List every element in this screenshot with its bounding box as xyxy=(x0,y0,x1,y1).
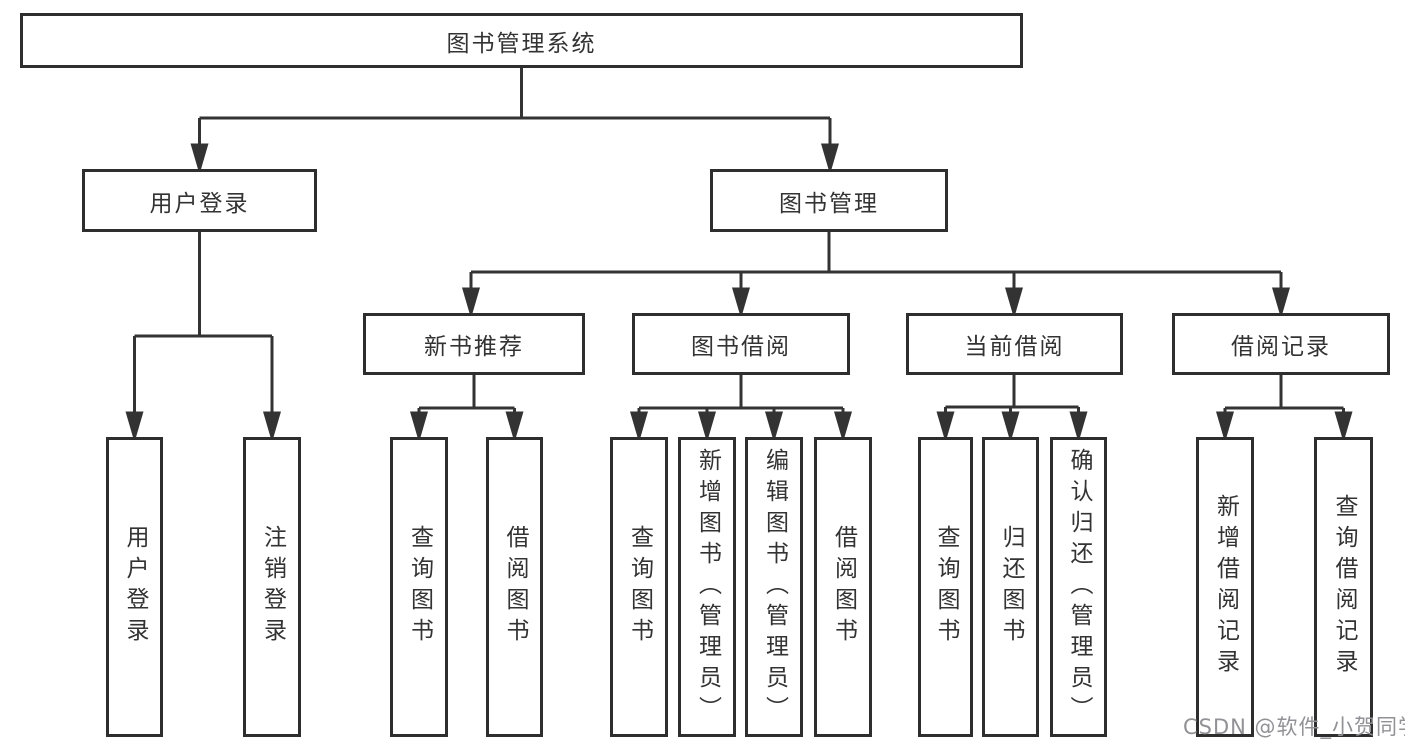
connector-new-book-recommend-to-leaves xyxy=(410,375,524,443)
connector-line xyxy=(198,68,832,147)
leaf-records-query-borrow-record-label: 查询借阅记录 xyxy=(1331,494,1357,680)
leaf-borrowing-query-books: 查询图书 xyxy=(610,437,668,737)
arrowhead-icon xyxy=(1272,287,1290,319)
connector-line xyxy=(944,375,1080,415)
connector-book-management-to-level3 xyxy=(462,232,1290,319)
node-new-book-recommend-label: 新书推荐 xyxy=(424,334,524,360)
arrowhead-icon xyxy=(1216,411,1234,443)
connector-line xyxy=(469,232,1283,291)
connector-line xyxy=(637,375,845,415)
arrowhead-icon xyxy=(1001,411,1020,443)
arrowhead-icon xyxy=(1069,411,1088,443)
arrowhead-icon xyxy=(410,411,428,443)
connector-line xyxy=(417,375,516,415)
arrowhead-icon xyxy=(1005,287,1023,319)
node-user-login: 用户登录 xyxy=(82,169,317,232)
arrowhead-icon xyxy=(630,411,648,443)
leaf-current-return-books-label: 归还图书 xyxy=(998,525,1024,649)
node-book-management-label: 图书管理 xyxy=(779,190,879,217)
connector-user-login-to-leaves xyxy=(125,232,281,443)
arrowhead-icon xyxy=(765,411,783,443)
node-book-borrowing: 图书借阅 xyxy=(632,313,850,375)
connector-line xyxy=(1223,375,1345,415)
leaf-borrowing-borrow-books: 借阅图书 xyxy=(814,437,872,737)
leaf-records-add-borrow-record: 新增借阅记录 xyxy=(1196,437,1254,737)
node-book-borrowing-label: 图书借阅 xyxy=(691,334,791,360)
connector-line xyxy=(133,232,274,415)
arrowhead-icon xyxy=(821,143,839,175)
leaf-borrowing-add-books-admin: 新增图书（管理员） xyxy=(678,437,736,737)
leaf-borrowing-borrow-books-label: 借阅图书 xyxy=(830,525,857,649)
leaf-current-confirm-return-admin: 确认归还（管理员） xyxy=(1050,437,1107,737)
leaf-borrowing-query-books-label: 查询图书 xyxy=(626,525,653,649)
leaf-current-return-books: 归还图书 xyxy=(982,437,1039,737)
arrowhead-icon xyxy=(936,411,955,443)
leaf-logout: 注销登录 xyxy=(243,437,301,737)
leaf-user-login: 用户登录 xyxy=(106,437,163,737)
leaf-records-add-borrow-record-label: 新增借阅记录 xyxy=(1212,494,1239,680)
connector-borrowing-records-to-leaves xyxy=(1216,375,1353,443)
node-current-borrowing: 当前借阅 xyxy=(906,313,1123,375)
leaf-current-query-books-label: 查询图书 xyxy=(933,525,959,649)
node-root-label: 图书管理系统 xyxy=(446,30,597,57)
leaf-recommend-query-books-label: 查询图书 xyxy=(406,525,433,649)
node-borrowing-records: 借阅记录 xyxy=(1172,313,1390,375)
node-root: 图书管理系统 xyxy=(20,13,1023,68)
node-borrowing-records-label: 借阅记录 xyxy=(1231,334,1331,360)
leaf-recommend-borrow-books: 借阅图书 xyxy=(486,437,543,737)
arrowhead-icon xyxy=(263,411,281,443)
node-book-management: 图书管理 xyxy=(710,169,948,232)
leaf-current-query-books: 查询图书 xyxy=(918,437,973,737)
leaf-current-confirm-return-admin-label: 确认归还（管理员） xyxy=(1066,447,1092,727)
connector-book-borrowing-to-leaves xyxy=(630,375,852,443)
arrowhead-icon xyxy=(462,287,480,319)
node-current-borrowing-label: 当前借阅 xyxy=(964,334,1065,360)
leaf-records-query-borrow-record: 查询借阅记录 xyxy=(1314,437,1373,737)
leaf-recommend-borrow-books-label: 借阅图书 xyxy=(502,525,528,649)
arrowhead-icon xyxy=(190,143,209,175)
leaf-borrowing-add-books-admin-label: 新增图书（管理员） xyxy=(694,447,721,727)
arrowhead-icon xyxy=(834,411,852,443)
arrowhead-icon xyxy=(125,411,144,443)
leaf-borrowing-edit-books-admin-label: 编辑图书（管理员） xyxy=(761,447,788,727)
leaf-user-login-label: 用户登录 xyxy=(122,525,148,649)
arrowhead-icon xyxy=(1334,411,1353,443)
arrowhead-icon xyxy=(698,411,716,443)
arrowhead-icon xyxy=(505,411,524,443)
connector-current-borrowing-to-leaves xyxy=(936,375,1088,443)
watermark: CSDN @软件_小贺同学 xyxy=(1183,715,1405,739)
leaf-logout-label: 注销登录 xyxy=(259,525,286,649)
leaf-recommend-query-books: 查询图书 xyxy=(390,437,448,737)
node-user-login-label: 用户登录 xyxy=(149,190,250,217)
arrowhead-icon xyxy=(732,287,750,319)
connector-root-to-level2 xyxy=(190,68,839,175)
node-new-book-recommend: 新书推荐 xyxy=(363,313,585,375)
leaf-borrowing-edit-books-admin: 编辑图书（管理员） xyxy=(745,437,803,737)
